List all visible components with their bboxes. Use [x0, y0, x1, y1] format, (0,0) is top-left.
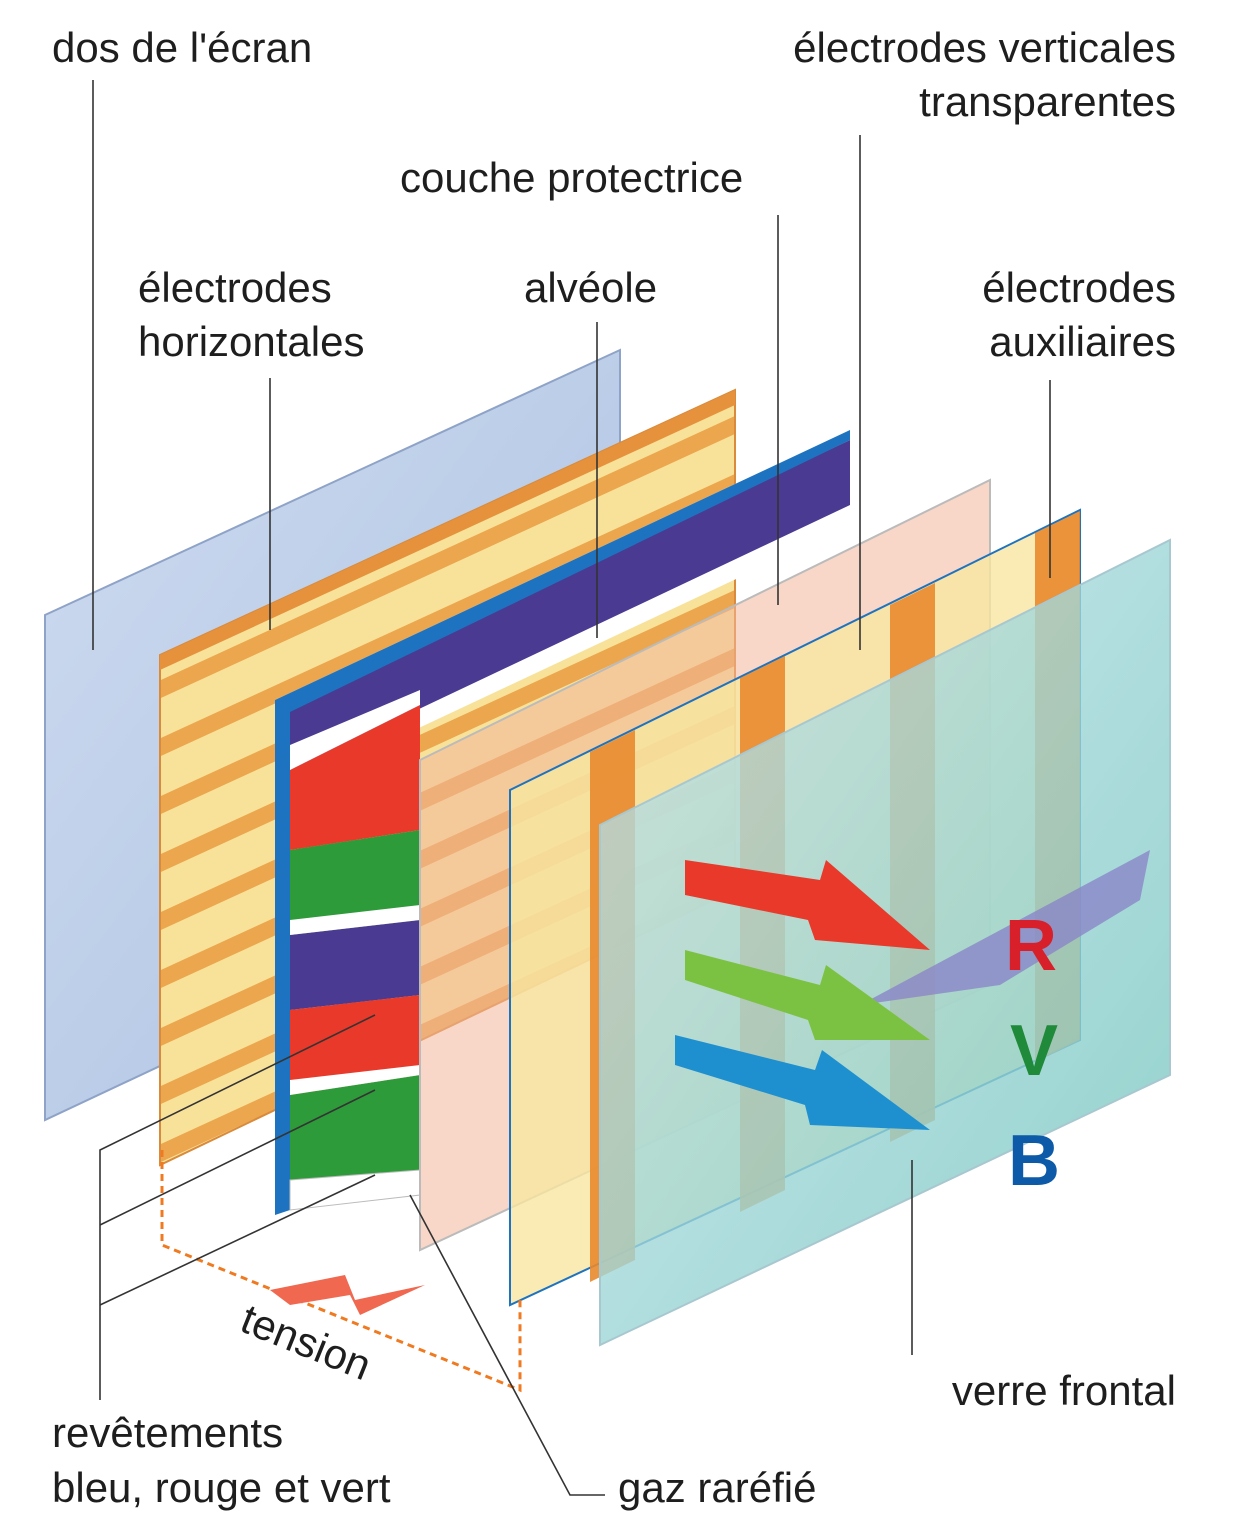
horizontal-electrodes-label-line2: horizontales	[138, 318, 364, 365]
letter-r: R	[1005, 906, 1057, 986]
letter-b: B	[1008, 1121, 1060, 1201]
auxiliary-electrodes-label-line2: auxiliaires	[989, 318, 1176, 365]
blue-arrow	[675, 1035, 930, 1130]
lightning-icon	[270, 1275, 425, 1315]
red-arrow	[685, 860, 930, 950]
letter-v: V	[1010, 1011, 1058, 1091]
vertical-electrodes-label-line2: transparentes	[919, 78, 1176, 125]
voltage-label: tension	[235, 1295, 378, 1389]
front-glass-label: verre frontal	[952, 1367, 1176, 1414]
leader-lines	[92, 80, 1051, 1496]
coatings-label-line2: bleu, rouge et vert	[52, 1464, 391, 1511]
horizontal-electrodes-label-line1: électrodes	[138, 264, 332, 311]
light-arrows	[675, 860, 930, 1130]
boat-image	[860, 850, 1150, 1005]
cell-structure	[275, 430, 915, 1215]
green-arrow	[685, 950, 930, 1040]
vertical-electrodes-label-line1: électrodes verticales	[793, 24, 1176, 71]
auxiliary-electrodes-label-line1: électrodes	[982, 264, 1176, 311]
rarefied-gas-label: gaz raréfié	[618, 1464, 816, 1511]
coating-strips	[290, 690, 420, 1180]
back-screen-label: dos de l'écran	[52, 24, 312, 71]
cell-label: alvéole	[524, 264, 657, 311]
coatings-label-line1: revêtements	[52, 1409, 283, 1456]
protective-layer-label: couche protectrice	[400, 154, 743, 201]
